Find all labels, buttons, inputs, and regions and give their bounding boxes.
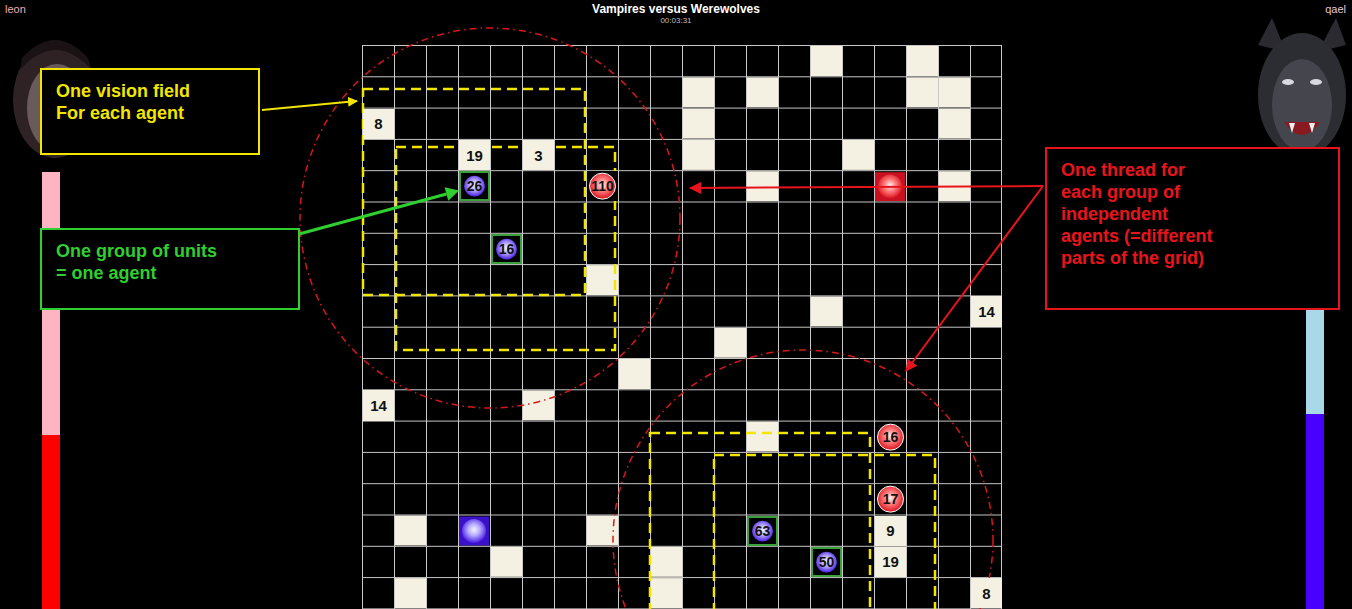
werewolf-unit: 26 xyxy=(459,171,490,201)
thread-callout: One thread for each group of independent… xyxy=(1045,147,1340,310)
unit-count: 19 xyxy=(882,554,899,569)
leader-arrow xyxy=(262,101,357,110)
vision-field-callout: One vision field For each agent xyxy=(40,68,260,155)
unit-circle xyxy=(878,486,904,512)
unit-count: 17 xyxy=(883,492,899,506)
unit-count: 50 xyxy=(819,555,835,569)
unit-count: 19 xyxy=(466,148,483,163)
arrow-head xyxy=(445,187,459,201)
unit-count: 8 xyxy=(982,586,990,601)
vampire-unit: 16 xyxy=(875,422,906,452)
human-group: 14 xyxy=(971,296,1002,326)
unit-count: 14 xyxy=(370,398,387,413)
unit-circle xyxy=(590,173,616,199)
unit-circle xyxy=(878,424,904,450)
unit-circle xyxy=(496,239,517,260)
thread-region xyxy=(300,28,680,408)
unit-circle xyxy=(464,176,485,197)
unit-count: 8 xyxy=(374,116,382,131)
werewolf-unit: 16 xyxy=(491,234,522,264)
player-name: qael xyxy=(1325,3,1346,15)
agent-callout: One group of units = one agent xyxy=(40,228,300,310)
connector-line xyxy=(300,194,446,234)
human-group: 19 xyxy=(875,547,906,577)
unit-count: 9 xyxy=(886,523,894,538)
human-group: 19 xyxy=(459,140,490,170)
unit-count: 16 xyxy=(499,242,515,256)
unit-count: 14 xyxy=(978,304,995,319)
werewolf-portrait xyxy=(1258,18,1346,157)
callout-text: One group of units = one agent xyxy=(56,240,228,284)
unit-circle xyxy=(816,552,837,573)
board-ground xyxy=(362,45,1002,609)
unit-count: 26 xyxy=(467,179,483,193)
leader-arrow xyxy=(690,186,1043,188)
human-group: 8 xyxy=(363,109,394,139)
human-group: 9 xyxy=(875,516,906,546)
game-timer: 00:03:31 xyxy=(0,16,1352,25)
human-group: 8 xyxy=(971,578,1002,608)
leader-arrow xyxy=(906,186,1043,371)
werewolf-unit: 63 xyxy=(747,516,778,546)
callout-text: One vision field For each agent xyxy=(56,80,222,124)
werewolf-unit: 50 xyxy=(811,547,842,577)
vision-field xyxy=(650,433,870,609)
player-name: leon xyxy=(5,3,26,15)
vampire-unit: 17 xyxy=(875,484,906,514)
unit-count: 3 xyxy=(534,148,542,163)
vampire-unit: 110 xyxy=(587,171,618,201)
human-group: 14 xyxy=(363,390,394,420)
unit-count: 16 xyxy=(883,430,899,444)
unit-count: 110 xyxy=(591,179,614,193)
vision-field xyxy=(714,455,935,609)
thread-region xyxy=(613,350,993,609)
board-grid xyxy=(362,45,1002,609)
game-title: Vampires versus Werewolves xyxy=(0,2,1352,16)
unit-count: 63 xyxy=(755,524,771,538)
board-grid xyxy=(1001,45,1002,609)
unit-circle xyxy=(752,520,773,541)
callout-text: One thread for each group of independent… xyxy=(1061,159,1229,269)
vision-field xyxy=(396,147,615,350)
connector xyxy=(300,187,459,234)
human-group: 3 xyxy=(523,140,554,170)
